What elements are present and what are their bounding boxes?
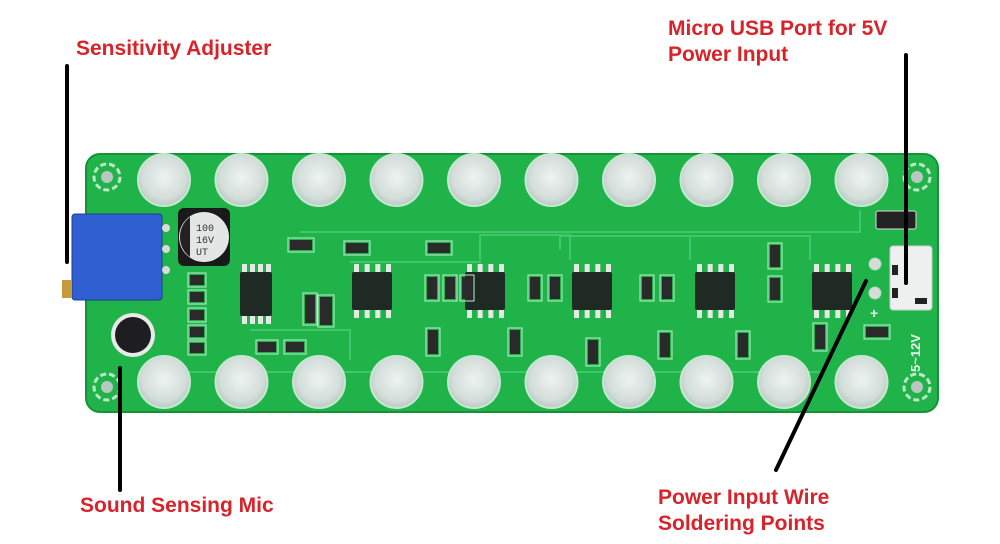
label-power-wire-line1: Power Input Wire [658,486,830,509]
led-bottom [369,355,424,409]
solder-pad-positive [868,286,882,300]
smd-resistor [507,327,523,357]
smd-resistor [527,274,543,302]
smd-resistor [425,240,453,256]
label-sensitivity-adjuster: Sensitivity Adjuster [76,37,272,60]
smd-resistor [639,274,655,302]
ic-chip [240,264,272,324]
ic-chip [572,264,612,318]
label-power-wire: Power Input Wire Soldering Points [658,485,829,537]
capacitor-text-1: 100 [196,224,214,235]
pointer-lines [65,53,908,492]
solder-pad-negative [868,257,882,271]
smd-resistor [442,274,458,302]
led-bottom [292,355,346,409]
capacitor: 100 16V UT [178,208,230,266]
smd-resistor [767,275,783,303]
smd-resistor [187,324,207,340]
led-bottom [679,355,734,409]
plus-marking: + [870,305,878,321]
micro-usb-port [889,245,933,311]
ic-chip [812,264,852,318]
led-top [834,153,889,207]
smd-resistor [547,274,563,302]
led-bottom [757,355,811,409]
smd-resistor [255,339,279,355]
led-top [292,153,346,207]
smd-resistor [459,274,475,302]
led-top [369,153,424,207]
smd-resistor [657,330,673,360]
led-top [447,153,501,207]
microphone [111,313,155,357]
pointer-wire [774,279,868,472]
ic-chip [695,264,735,318]
smd-resistor [283,339,307,355]
smd-resistor [659,274,675,302]
ic-chip [352,264,392,318]
label-micro-usb-line2: Power Input [668,43,789,66]
led-bottom [602,355,656,409]
smd-resistor [187,307,207,323]
mounting-holes [92,162,932,402]
led-bottom [524,355,579,409]
smd-resistor [343,240,371,256]
smd-resistor [585,337,601,367]
smd-resistor [187,340,207,356]
led-bottom [137,355,191,409]
smd-resistor [302,292,318,326]
led-bottom [834,355,889,409]
voltage-marking: 5~12V [908,334,923,372]
led-bottom [214,355,269,409]
smd-resistor [287,237,315,253]
ic-chip [465,264,505,318]
smd-resistor [424,274,440,302]
smd-resistor [863,324,891,340]
label-sound-mic: Sound Sensing Mic [80,494,274,517]
label-micro-usb: Micro USB Port for 5V Power Input [668,16,887,68]
smd-resistor [425,327,441,357]
led-top [757,153,811,207]
smd-resistor [187,272,207,288]
smd-resistors [187,237,891,367]
potentiometer [62,213,170,301]
pcb-board [85,153,939,413]
smd-resistor [812,322,828,352]
smd-resistor [767,242,783,270]
ic-chips [240,264,852,324]
smd-resistor [187,289,207,305]
led-top [679,153,734,207]
smd-resistor [317,294,335,328]
smd-resistor [735,330,751,360]
label-micro-usb-line1: Micro USB Port for 5V [668,17,888,40]
led-array [137,153,889,409]
diode [875,210,917,230]
led-top [602,153,656,207]
capacitor-text-3: UT [196,248,208,259]
led-top [214,153,269,207]
capacitor-text-2: 16V [196,236,214,247]
led-top [524,153,579,207]
led-bottom [447,355,501,409]
label-power-wire-line2: Soldering Points [658,512,825,535]
led-top [137,153,191,207]
